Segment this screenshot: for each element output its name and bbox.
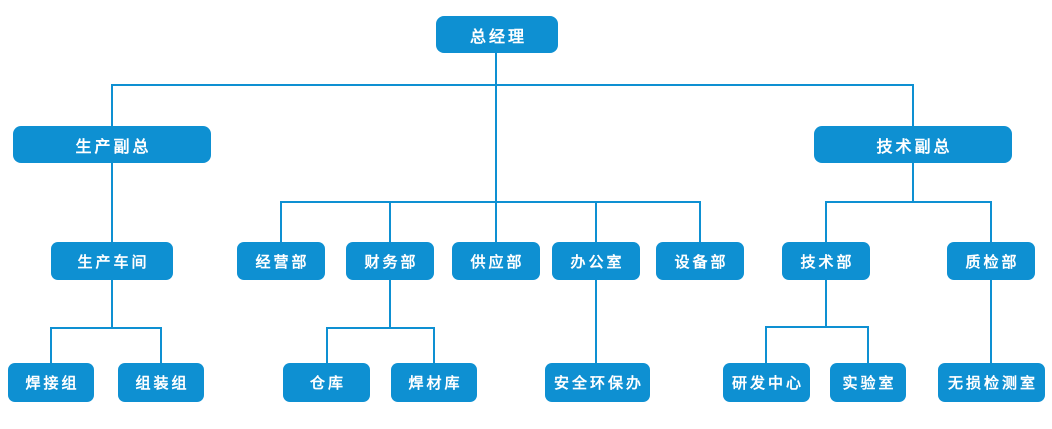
- connector-technology-rail: [825, 201, 992, 203]
- connector-mid-rail: [280, 201, 701, 203]
- connector-vp-rail: [111, 84, 914, 86]
- org-node-laboratory: 实验室: [830, 363, 906, 402]
- org-node-assembly-group: 组装组: [118, 363, 204, 402]
- org-node-supply-dept: 供应部: [452, 242, 540, 280]
- org-node-finance-dept: 财务部: [346, 242, 434, 280]
- org-node-general-manager: 总经理: [436, 16, 558, 53]
- connector-finance-rail: [326, 327, 435, 329]
- org-node-quality-inspection-dept: 质检部: [947, 242, 1035, 280]
- connector-quality-to-ndt: [990, 280, 992, 363]
- connector-technology-dept-rail: [765, 326, 869, 328]
- org-node-welding-material-warehouse: 焊材库: [391, 363, 477, 402]
- org-node-operations-dept: 经营部: [237, 242, 325, 280]
- connector-technology-dept-drop: [825, 202, 827, 242]
- org-node-technology-vp: 技术副总: [814, 126, 1012, 163]
- connector-laboratory-drop: [867, 327, 869, 363]
- connector-production-vp-drop: [111, 85, 113, 126]
- org-node-technology-dept: 技术部: [782, 242, 870, 280]
- connector-assembly-group-drop: [160, 328, 162, 363]
- connector-welding-group-drop: [50, 328, 52, 363]
- connector-workshop-rail: [50, 327, 162, 329]
- connector-welding-material-drop: [433, 328, 435, 363]
- connector-technology-vp-drop: [912, 85, 914, 126]
- connector-production-vp-to-workshop: [111, 163, 113, 242]
- org-node-warehouse: 仓库: [283, 363, 370, 402]
- org-node-safety-environment-office: 安全环保办: [545, 363, 650, 402]
- connector-workshop-trunk: [111, 280, 113, 328]
- connector-office-to-safety: [595, 280, 597, 363]
- connector-office-drop: [595, 202, 597, 242]
- org-node-welding-group: 焊接组: [8, 363, 94, 402]
- connector-rd-center-drop: [765, 327, 767, 363]
- connector-technology-vp-trunk: [912, 163, 914, 202]
- org-node-production-vp: 生产副总: [13, 126, 211, 163]
- org-node-office: 办公室: [552, 242, 640, 280]
- org-node-ndt-room: 无损检测室: [938, 363, 1045, 402]
- org-node-rd-center: 研发中心: [723, 363, 810, 402]
- connector-operations-drop: [280, 202, 282, 242]
- connector-quality-dept-drop: [990, 202, 992, 242]
- org-node-production-workshop: 生产车间: [51, 242, 173, 280]
- connector-warehouse-drop: [326, 328, 328, 363]
- connector-technology-dept-trunk: [825, 280, 827, 327]
- org-node-equipment-dept: 设备部: [656, 242, 744, 280]
- connector-finance-drop: [389, 202, 391, 242]
- connector-equipment-drop: [699, 202, 701, 242]
- connector-finance-trunk: [389, 280, 391, 328]
- connector-gm-trunk: [495, 53, 497, 242]
